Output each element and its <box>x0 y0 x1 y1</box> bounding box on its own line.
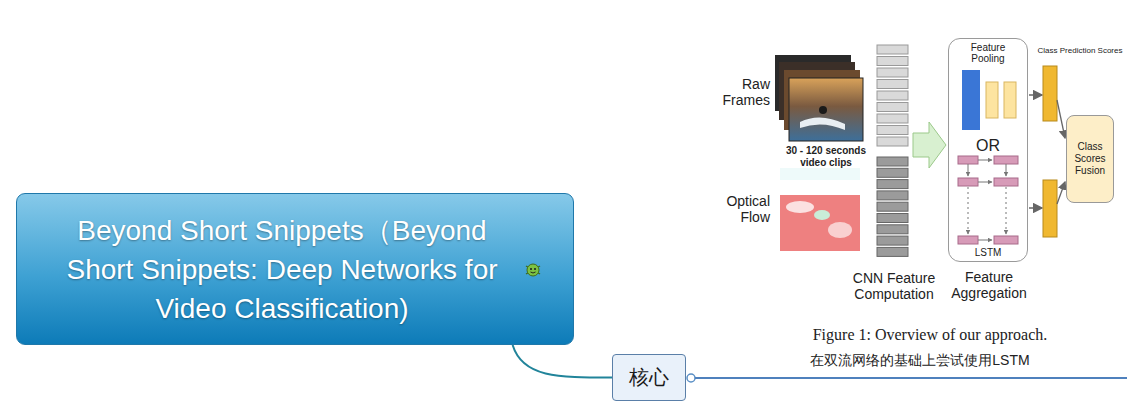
subtopic-box: 核心 <box>612 354 686 401</box>
surfer <box>819 106 827 114</box>
pooling-bar <box>1004 82 1016 118</box>
topic-text: 核心 <box>629 364 669 391</box>
branch-line <box>695 377 1127 379</box>
collapse-dot <box>687 374 695 382</box>
branch-connector <box>513 345 612 378</box>
input-label: Optical Flow <box>710 193 770 225</box>
fusion-box: Class Scores Fusion <box>1066 115 1114 203</box>
blur-strip <box>780 168 860 180</box>
input-label: Raw Frames <box>710 76 770 108</box>
flow-arrow <box>913 122 946 168</box>
arrow <box>1057 100 1065 138</box>
wave <box>800 117 845 130</box>
score-bar <box>1043 180 1057 237</box>
flow-patch <box>786 201 814 213</box>
caption-text: LSTM <box>949 247 1027 259</box>
note-text: 在双流网络的基础上尝试使用LSTM <box>760 352 1080 368</box>
flow-patch <box>828 222 852 238</box>
box-text: Feature Aggregation <box>939 269 1039 301</box>
optical-flow-image <box>780 195 860 251</box>
pooling-bar <box>986 82 998 118</box>
output-label: Class Prediction Scores <box>1034 46 1126 55</box>
arrow <box>1029 207 1042 209</box>
score-bar <box>1043 66 1057 121</box>
input-note: 30 - 120 seconds video clips <box>782 145 870 169</box>
subtopic-text: OR <box>949 137 1027 155</box>
cnn-feature-column <box>877 157 908 256</box>
aggregation-box: Feature PoolingORLSTMFeature Aggregation <box>948 38 1028 262</box>
stage-label: CNN Feature Computation <box>842 270 946 302</box>
topic-text: Beyond Short Snippets（Beyond Short Snipp… <box>47 211 517 328</box>
lstm-grid <box>958 156 1018 244</box>
bug-icon <box>523 260 543 280</box>
arrow <box>1057 182 1065 204</box>
topic-text: Feature Pooling <box>954 42 1022 64</box>
figure-caption: Figure 1: Overview of our approach. <box>740 326 1120 344</box>
topic-box: Beyond Short Snippets（Beyond Short Snipp… <box>16 193 574 345</box>
flow-patch <box>814 210 830 220</box>
frame <box>789 78 863 141</box>
cnn-feature-column <box>877 45 908 146</box>
topic-text: Class Scores Fusion <box>1069 141 1111 177</box>
arrow <box>1029 94 1042 96</box>
pooling-bar <box>962 70 980 130</box>
